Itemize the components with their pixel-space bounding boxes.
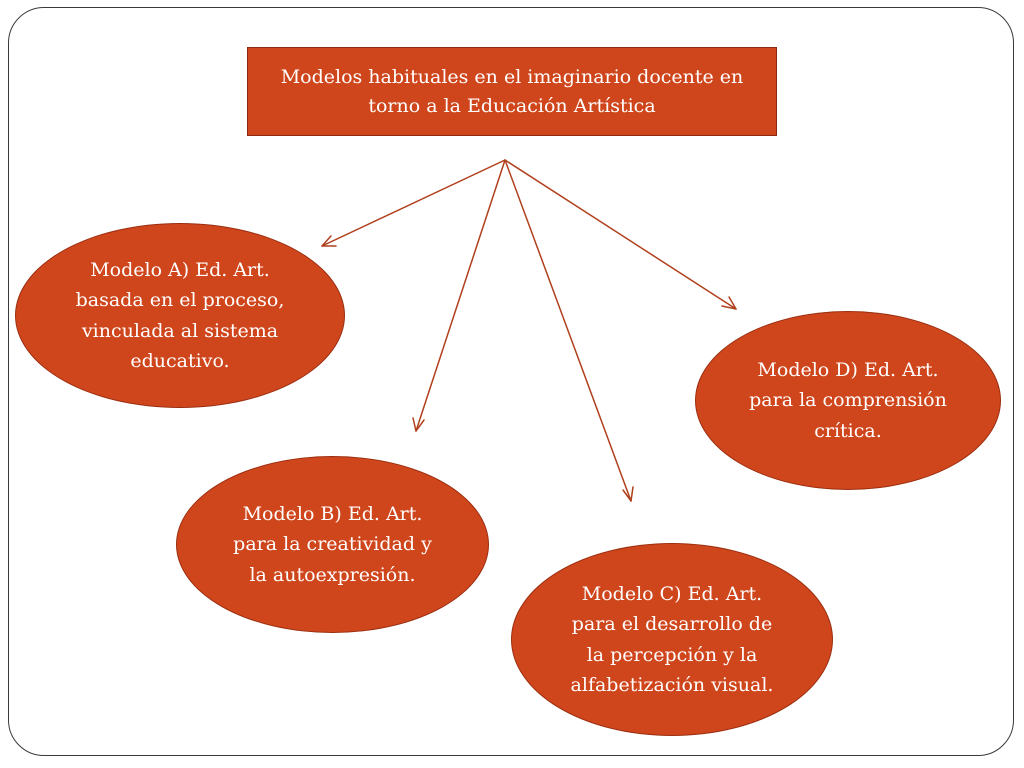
diagram-title-box: Modelos habituales en el imaginario doce…	[247, 47, 777, 136]
arrowhead-model-c	[622, 486, 634, 502]
arrowhead-model-d	[721, 296, 737, 310]
model-d-ellipse: Modelo D) Ed. Art. para la comprensión c…	[695, 311, 1001, 490]
arrow-to-model-b	[415, 159, 506, 432]
model-a-ellipse: Modelo A) Ed. Art. basada en el proceso,…	[15, 223, 345, 408]
model-a-text: Modelo A) Ed. Art. basada en el proceso,…	[75, 258, 285, 372]
slide-frame	[8, 7, 1014, 756]
arrow-to-model-c	[504, 159, 632, 502]
model-c-ellipse: Modelo C) Ed. Art. para el desarrollo de…	[511, 543, 833, 736]
model-b-text: Modelo B) Ed. Art. para la creatividad y…	[233, 502, 432, 586]
model-b-ellipse: Modelo B) Ed. Art. para la creatividad y…	[176, 456, 489, 633]
model-d-text: Modelo D) Ed. Art. para la comprensión c…	[749, 358, 947, 442]
model-c-text: Modelo C) Ed. Art. para el desarrollo de…	[570, 582, 774, 696]
arrow-to-model-d	[504, 159, 737, 310]
arrowhead-model-b	[412, 417, 425, 432]
diagram-title: Modelos habituales en el imaginario doce…	[280, 66, 744, 117]
arrow-to-model-a	[321, 159, 506, 247]
arrowhead-model-a	[321, 235, 337, 247]
